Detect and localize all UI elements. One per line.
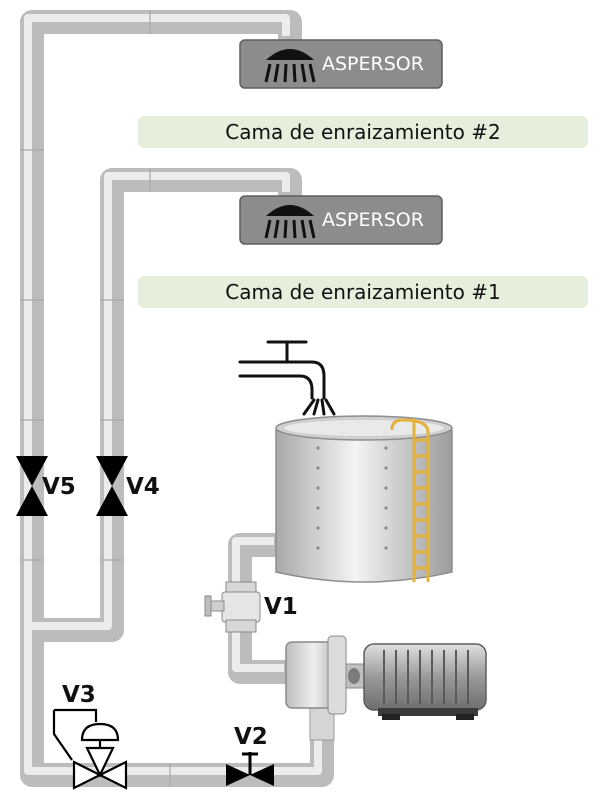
valve-v5-label: V5: [42, 474, 76, 500]
faucet-icon: [238, 340, 336, 416]
pipe-joints: [20, 10, 171, 787]
valve-v4-label: V4: [126, 474, 160, 500]
water-tank: [275, 415, 453, 583]
sprinkler-box-2: ASPERSOR: [239, 39, 443, 89]
valve-v5[interactable]: [16, 456, 48, 516]
valve-v1[interactable]: [204, 581, 261, 633]
tank-ladder: [390, 418, 430, 582]
valve-v2[interactable]: [226, 752, 274, 786]
pump-motor: [285, 635, 487, 741]
sprinkler-label: ASPERSOR: [322, 53, 424, 75]
valve-v2-label: V2: [234, 724, 268, 750]
sprinkler-icon: [264, 205, 316, 239]
rooting-bed-1: Cama de enraizamiento #1: [138, 276, 588, 308]
valve-v1-label: V1: [264, 594, 298, 620]
valve-v3-label: V3: [62, 682, 96, 708]
bed-label: Cama de enraizamiento #1: [225, 280, 500, 304]
rooting-bed-2: Cama de enraizamiento #2: [138, 116, 588, 148]
bed-label: Cama de enraizamiento #2: [225, 120, 500, 144]
valve-v3[interactable]: [52, 708, 128, 790]
sprinkler-label: ASPERSOR: [322, 209, 424, 231]
sprinkler-box-1: ASPERSOR: [239, 195, 443, 245]
valve-v4[interactable]: [96, 456, 128, 516]
sprinkler-icon: [264, 49, 316, 83]
